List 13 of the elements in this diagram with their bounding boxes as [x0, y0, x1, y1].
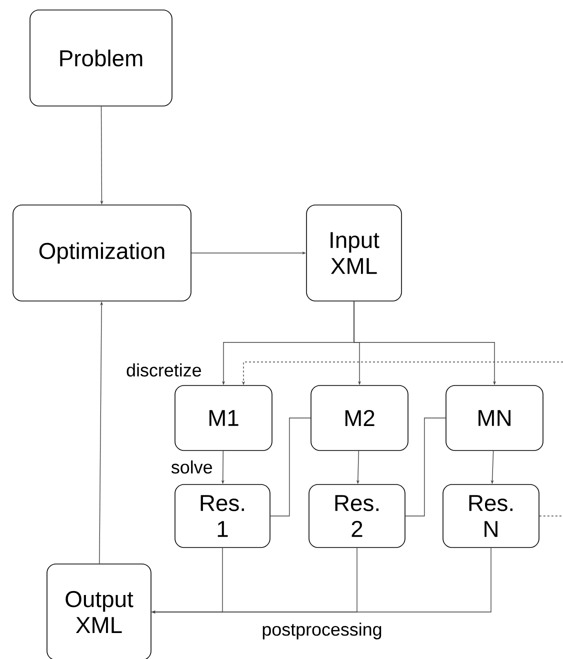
process-box: MN — [446, 385, 544, 451]
process-box: M1 — [174, 385, 272, 451]
edge-label: solve — [170, 459, 214, 475]
process-box: Input XML — [306, 204, 402, 302]
process-box: Output XML — [46, 564, 152, 659]
process-box: Optimization — [12, 204, 192, 302]
process-box: Res. 2 — [308, 484, 406, 548]
edge-label: discretize — [125, 362, 203, 378]
process-box: Res. 1 — [174, 484, 270, 548]
process-box: Problem — [30, 10, 172, 106]
process-box: Res. N — [442, 484, 540, 548]
edge-label: postprocessing — [260, 622, 384, 640]
process-box: M2 — [310, 385, 408, 451]
